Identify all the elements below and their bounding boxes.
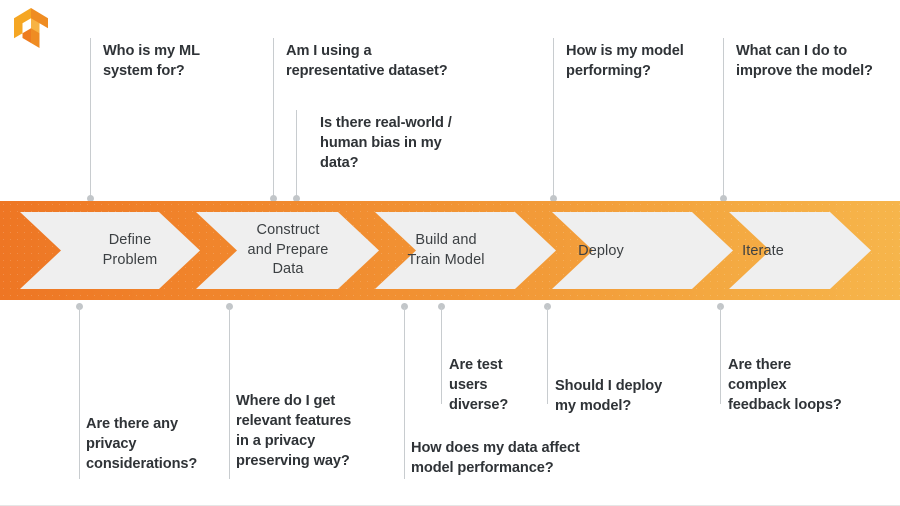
callout-are-there-any-privacy-considerations: Are there any privacy considerations? [86,416,198,473]
leader-dot-should-i-deploy-my-model [544,303,551,310]
callout-are-there-complex-feedback-loops: Are there complex feedback loops? [728,357,842,414]
leader-dot-how-does-my-data-affect-model-performance [401,303,408,310]
tensorflow-logo [14,8,48,48]
leader-dot-are-there-complex-feedback-loops [717,303,724,310]
leader-line-are-there-complex-feedback-loops [720,307,721,404]
stage-label-iterate: Iterate [742,243,784,259]
callout-should-i-deploy-my-model: Should I deploy my model? [555,378,663,415]
leader-line-are-test-users-diverse [441,307,442,404]
leader-line-is-there-real-world-human-bias [296,110,297,198]
chevron-shape-iterate [729,212,871,289]
leader-line-where-do-i-get-relevant-features [229,307,230,479]
callout-how-does-my-data-affect-model-performance: How does my data affect model performanc… [411,440,580,477]
leader-line-are-there-any-privacy-considerations [79,307,80,479]
pipeline-band: Define Problem Construct and Prepare Dat… [0,201,900,300]
leader-line-who-is-my-ml-system-for [90,38,91,198]
chevron-shape-define-problem [20,212,200,289]
stage-label-build-and-train-model: Build and Train Model [407,232,485,268]
leader-dot-what-can-i-do-to-improve-the-model [720,195,727,202]
chevron-shape-build-and-train-model [375,212,556,289]
stage-label-construct-and-prepare-data: Construct and Prepare Data [247,222,329,278]
callout-are-test-users-diverse: Are test users diverse? [449,357,509,414]
callout-who-is-my-ml-system-for: Who is my ML system for? [103,43,200,80]
leader-dot-are-there-any-privacy-considerations [76,303,83,310]
stage-label-deploy: Deploy [578,243,624,259]
leader-dot-are-test-users-diverse [438,303,445,310]
leader-dot-am-i-using-a-representative-dataset [270,195,277,202]
leader-dot-how-is-my-model-performing [550,195,557,202]
callout-what-can-i-do-to-improve-the-model: What can I do to improve the model? [736,43,873,80]
leader-line-should-i-deploy-my-model [547,307,548,404]
callout-where-do-i-get-relevant-features-in-a-privacy-preserving-way: Where do I get relevant features in a pr… [236,393,352,470]
chevron-shape-deploy [552,212,733,289]
stage-label-define-problem: Define Problem [102,232,158,268]
leader-line-what-can-i-do-to-improve-the-model [723,38,724,198]
chevron-shape-construct-and-prepare-data [196,212,379,289]
callout-is-there-real-world-human-bias-in-my-data: Is there real-world / human bias in my d… [320,115,452,172]
leader-dot-who-is-my-ml-system-for [87,195,94,202]
leader-line-how-does-my-data-affect-model-performance [404,307,405,479]
callout-am-i-using-a-representative-dataset: Am I using a representative dataset? [286,43,448,80]
leader-dot-where-do-i-get-relevant-features [226,303,233,310]
callout-how-is-my-model-performing: How is my model performing? [566,43,684,80]
leader-line-how-is-my-model-performing [553,38,554,198]
leader-line-am-i-using-a-representative-dataset [273,38,274,198]
leader-dot-is-there-real-world-human-bias [293,195,300,202]
